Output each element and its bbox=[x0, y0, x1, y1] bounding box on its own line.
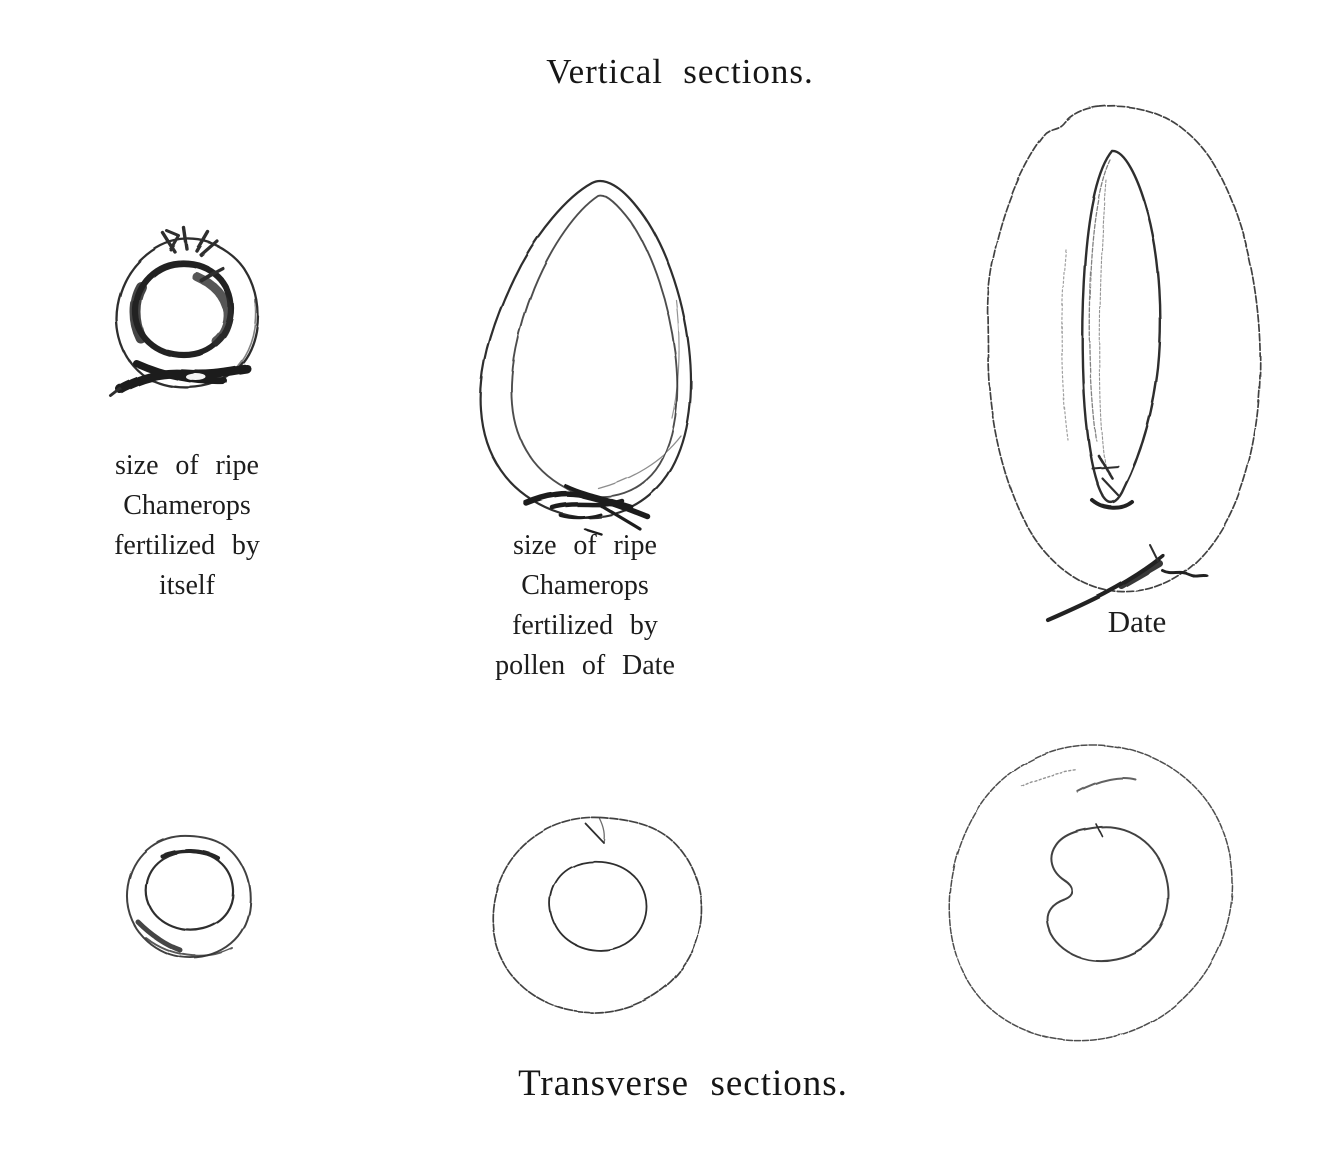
inner-hook bbox=[199, 266, 224, 282]
fruit-sketch-strokes bbox=[479, 180, 693, 536]
caption-date: Date bbox=[1107, 604, 1167, 639]
stalk-squiggle bbox=[1161, 569, 1209, 578]
outer-outline bbox=[126, 834, 252, 959]
kidney-top-tick bbox=[1095, 823, 1103, 837]
caption-line: fertilized by bbox=[114, 530, 260, 561]
outer-outline bbox=[986, 105, 1262, 593]
inner-outline bbox=[549, 860, 648, 952]
fruit-sketch-strokes bbox=[109, 226, 260, 398]
flesh-dotted-line bbox=[1061, 249, 1069, 441]
inner-outline bbox=[510, 194, 679, 498]
outline-second-pass bbox=[671, 299, 680, 419]
page-title-vertical-sections: Vertical sections. bbox=[546, 52, 814, 91]
date-transverse-drawing bbox=[948, 744, 1234, 1042]
faint-line bbox=[149, 852, 177, 873]
seed-tip-mark bbox=[1091, 465, 1119, 469]
base-tip bbox=[109, 387, 122, 398]
caption-line: Chamerops bbox=[521, 570, 649, 601]
caption-line: size of ripe bbox=[513, 530, 657, 561]
caption-line: itself bbox=[159, 570, 215, 601]
outer-outline bbox=[948, 744, 1234, 1042]
date-vertical-drawing bbox=[986, 105, 1262, 623]
section-sketch-strokes bbox=[948, 744, 1234, 1042]
inner-kidney-outline bbox=[1046, 825, 1170, 962]
outer-outline bbox=[115, 237, 260, 389]
top-tick bbox=[599, 818, 606, 844]
outline-second-pass bbox=[597, 435, 682, 489]
seed-second-line bbox=[1088, 159, 1111, 441]
chamerops-self-transverse-drawing bbox=[126, 834, 252, 959]
outline-second-pass bbox=[145, 937, 233, 957]
inner-ring-heavy-left bbox=[129, 281, 147, 344]
outer-outline bbox=[491, 817, 703, 1014]
stalk-scribble bbox=[523, 490, 651, 520]
section-sketch-strokes bbox=[126, 834, 252, 959]
caption-chamerops-self: size of ripe Chamerops fertilized by its… bbox=[77, 446, 297, 606]
base-smear bbox=[115, 364, 252, 394]
base-smear bbox=[132, 359, 228, 385]
base-highlight bbox=[186, 373, 206, 381]
caption-line: size of ripe bbox=[115, 450, 259, 481]
page-title-transverse-sections: Transverse sections. bbox=[518, 1063, 848, 1104]
seed-outline bbox=[1081, 149, 1162, 504]
chamerops-date-pollen-transverse-drawing bbox=[491, 817, 703, 1014]
stalk-stroke bbox=[1045, 553, 1166, 623]
caption-line: pollen of Date bbox=[495, 650, 675, 681]
top-arc bbox=[1077, 777, 1137, 793]
inner-outline bbox=[144, 850, 235, 931]
caption-line: Chamerops bbox=[123, 490, 251, 521]
seed-tip-mark bbox=[1100, 476, 1120, 497]
heavy-stroke bbox=[135, 919, 183, 953]
seed-base-heavy bbox=[1090, 498, 1134, 510]
top-arc-dotted bbox=[1021, 769, 1079, 787]
stalk-scribble bbox=[583, 527, 603, 536]
caption-line: fertilized by bbox=[512, 610, 658, 641]
stalk-scribble bbox=[598, 503, 642, 531]
section-sketch-strokes bbox=[491, 817, 703, 1014]
inner-heavy-top bbox=[160, 849, 220, 860]
top-tick bbox=[585, 823, 605, 844]
fruit-sketch-strokes bbox=[986, 105, 1262, 623]
stalk-heavy bbox=[1118, 560, 1164, 590]
seed-cleft-line bbox=[1098, 179, 1107, 471]
stalk-spur bbox=[1149, 544, 1159, 562]
chamerops-date-pollen-vertical-drawing bbox=[479, 180, 693, 536]
chamerops-self-vertical-drawing bbox=[109, 226, 260, 398]
outline-second-pass bbox=[235, 299, 257, 369]
stalk-scribble bbox=[564, 484, 634, 509]
sprout-stroke bbox=[165, 229, 181, 252]
stalk-scribble bbox=[558, 512, 602, 519]
outer-outline bbox=[479, 180, 693, 519]
inner-shading bbox=[191, 271, 233, 346]
caption-chamerops-date-pollen: size of ripe Chamerops fertilized by pol… bbox=[465, 526, 705, 686]
